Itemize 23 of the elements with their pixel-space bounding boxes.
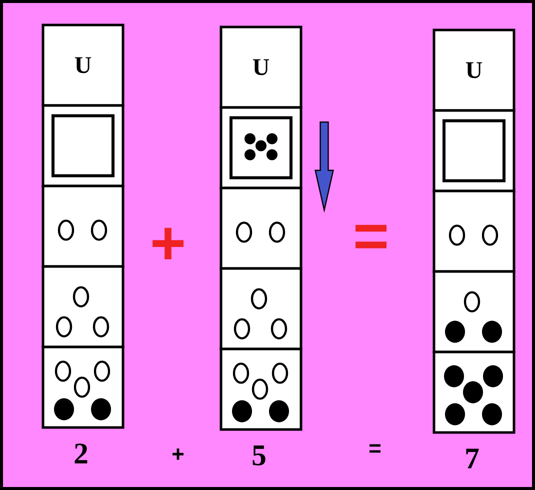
letter-cell: U [432, 28, 516, 112]
square-cell [42, 104, 124, 188]
dot-cell [220, 348, 302, 431]
operator-sign: = [356, 224, 386, 248]
dot-cell [42, 265, 124, 348]
dot-cell [220, 267, 302, 350]
square-cell [220, 106, 302, 190]
number-label: 5 [252, 446, 266, 466]
block-arrow [314, 121, 334, 213]
number-label: 2 [74, 444, 88, 464]
letter-cell: U [220, 26, 302, 109]
square-cell [432, 109, 516, 192]
operator-sign: = [370, 444, 380, 453]
dot-cell [432, 270, 516, 354]
dot-cell [42, 346, 124, 429]
dot-cell [432, 350, 516, 434]
operator-sign: + [152, 228, 184, 260]
letter-cell: U [42, 24, 124, 107]
dot-cell [220, 186, 302, 270]
dot-cell [432, 190, 516, 273]
number-label: 7 [466, 448, 479, 468]
dot-cell [42, 184, 124, 268]
operator-sign: + [172, 448, 184, 460]
